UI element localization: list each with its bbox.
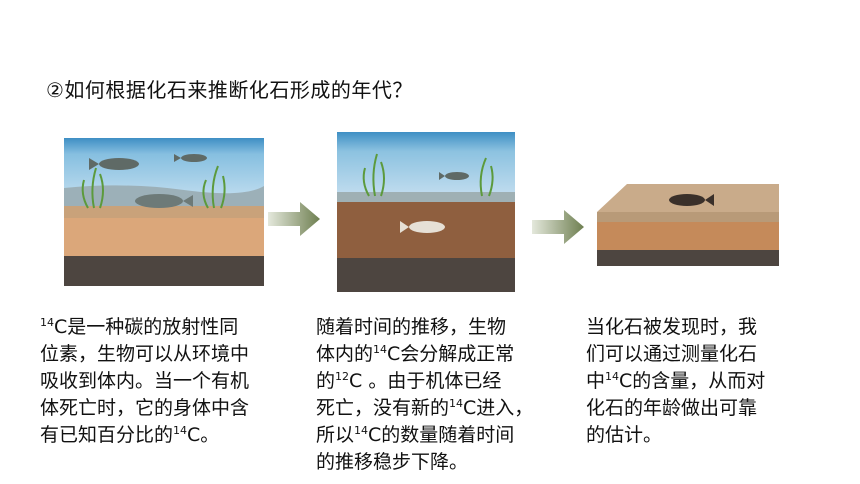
fish-icon <box>174 154 207 162</box>
arrow-icon <box>532 210 584 244</box>
caption-living: 14C是一种碳的放射性同 位素，生物可以从环境中 吸收到体内。当一个有机 体死亡… <box>40 316 250 446</box>
scene-living-fish <box>64 138 264 286</box>
scene-exposed-fossil <box>597 184 779 266</box>
caption-decay: 随着时间的推移，生物 体内的14C会分解成正常 的12C 。由于机体已经 死亡，… <box>316 316 534 473</box>
arrow-icon <box>268 202 320 236</box>
fossil-fish-icon <box>669 194 714 206</box>
caption-dating: 当化石被发现时，我 们可以通过测量化石 中14C的含量，从而对 化石的年龄做出可… <box>586 316 766 446</box>
question-title: ②如何根据化石来推断化石形成的年代？ <box>46 78 413 102</box>
fish-icon <box>439 172 469 180</box>
fish-icon <box>89 158 139 170</box>
seaweed-icon <box>81 165 226 209</box>
isotope-superscript: 14 <box>40 316 54 329</box>
seaweed-icon <box>362 153 494 197</box>
fish-icon <box>135 194 193 208</box>
scene-buried-fish <box>337 132 515 292</box>
fossil-fish-icon <box>400 221 445 233</box>
